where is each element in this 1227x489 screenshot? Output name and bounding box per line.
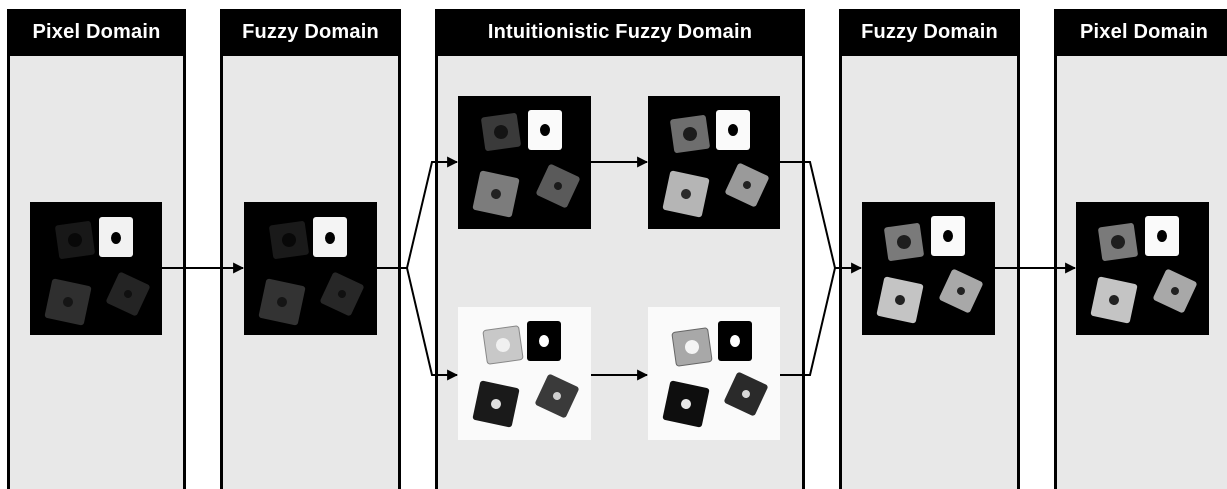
output-fuzzy-image (862, 202, 995, 335)
panel-title: Fuzzy Domain (839, 9, 1020, 56)
panel-title: Pixel Domain (7, 9, 186, 56)
non-membership-image (458, 307, 591, 440)
enhanced-membership-image (648, 96, 780, 229)
output-pixel-image (1076, 202, 1209, 335)
input-pixel-image (30, 202, 162, 335)
panel-title: Pixel Domain (1054, 9, 1227, 56)
enhanced-non-membership-image (648, 307, 780, 440)
panel-title: Fuzzy Domain (220, 9, 401, 56)
membership-image (458, 96, 591, 229)
panel-title: Intuitionistic Fuzzy Domain (435, 9, 805, 56)
fuzzy-image (244, 202, 377, 335)
